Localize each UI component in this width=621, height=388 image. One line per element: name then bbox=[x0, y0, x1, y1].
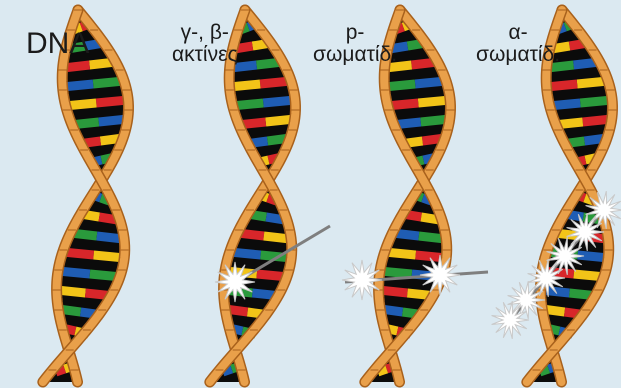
label-proton-particles: p- σωματίδ. bbox=[313, 22, 397, 66]
label-proton-line-1: p- bbox=[313, 22, 397, 44]
label-alpha-particles: α- σωματίδ. bbox=[476, 22, 560, 66]
label-alpha-line-2: σωματίδ. bbox=[476, 44, 560, 66]
label-gamma-beta-rays: γ-, β- ακτίνες bbox=[172, 22, 238, 66]
label-gamma-beta-line-1: γ-, β- bbox=[172, 22, 238, 44]
label-gamma-beta-line-2: ακτίνες bbox=[172, 44, 238, 66]
label-dna-line-1: DNA bbox=[26, 28, 89, 60]
helix-dna bbox=[43, 10, 133, 382]
label-alpha-line-1: α- bbox=[476, 22, 560, 44]
label-dna: DNA bbox=[26, 28, 89, 60]
label-proton-line-2: σωματίδ. bbox=[313, 44, 397, 66]
